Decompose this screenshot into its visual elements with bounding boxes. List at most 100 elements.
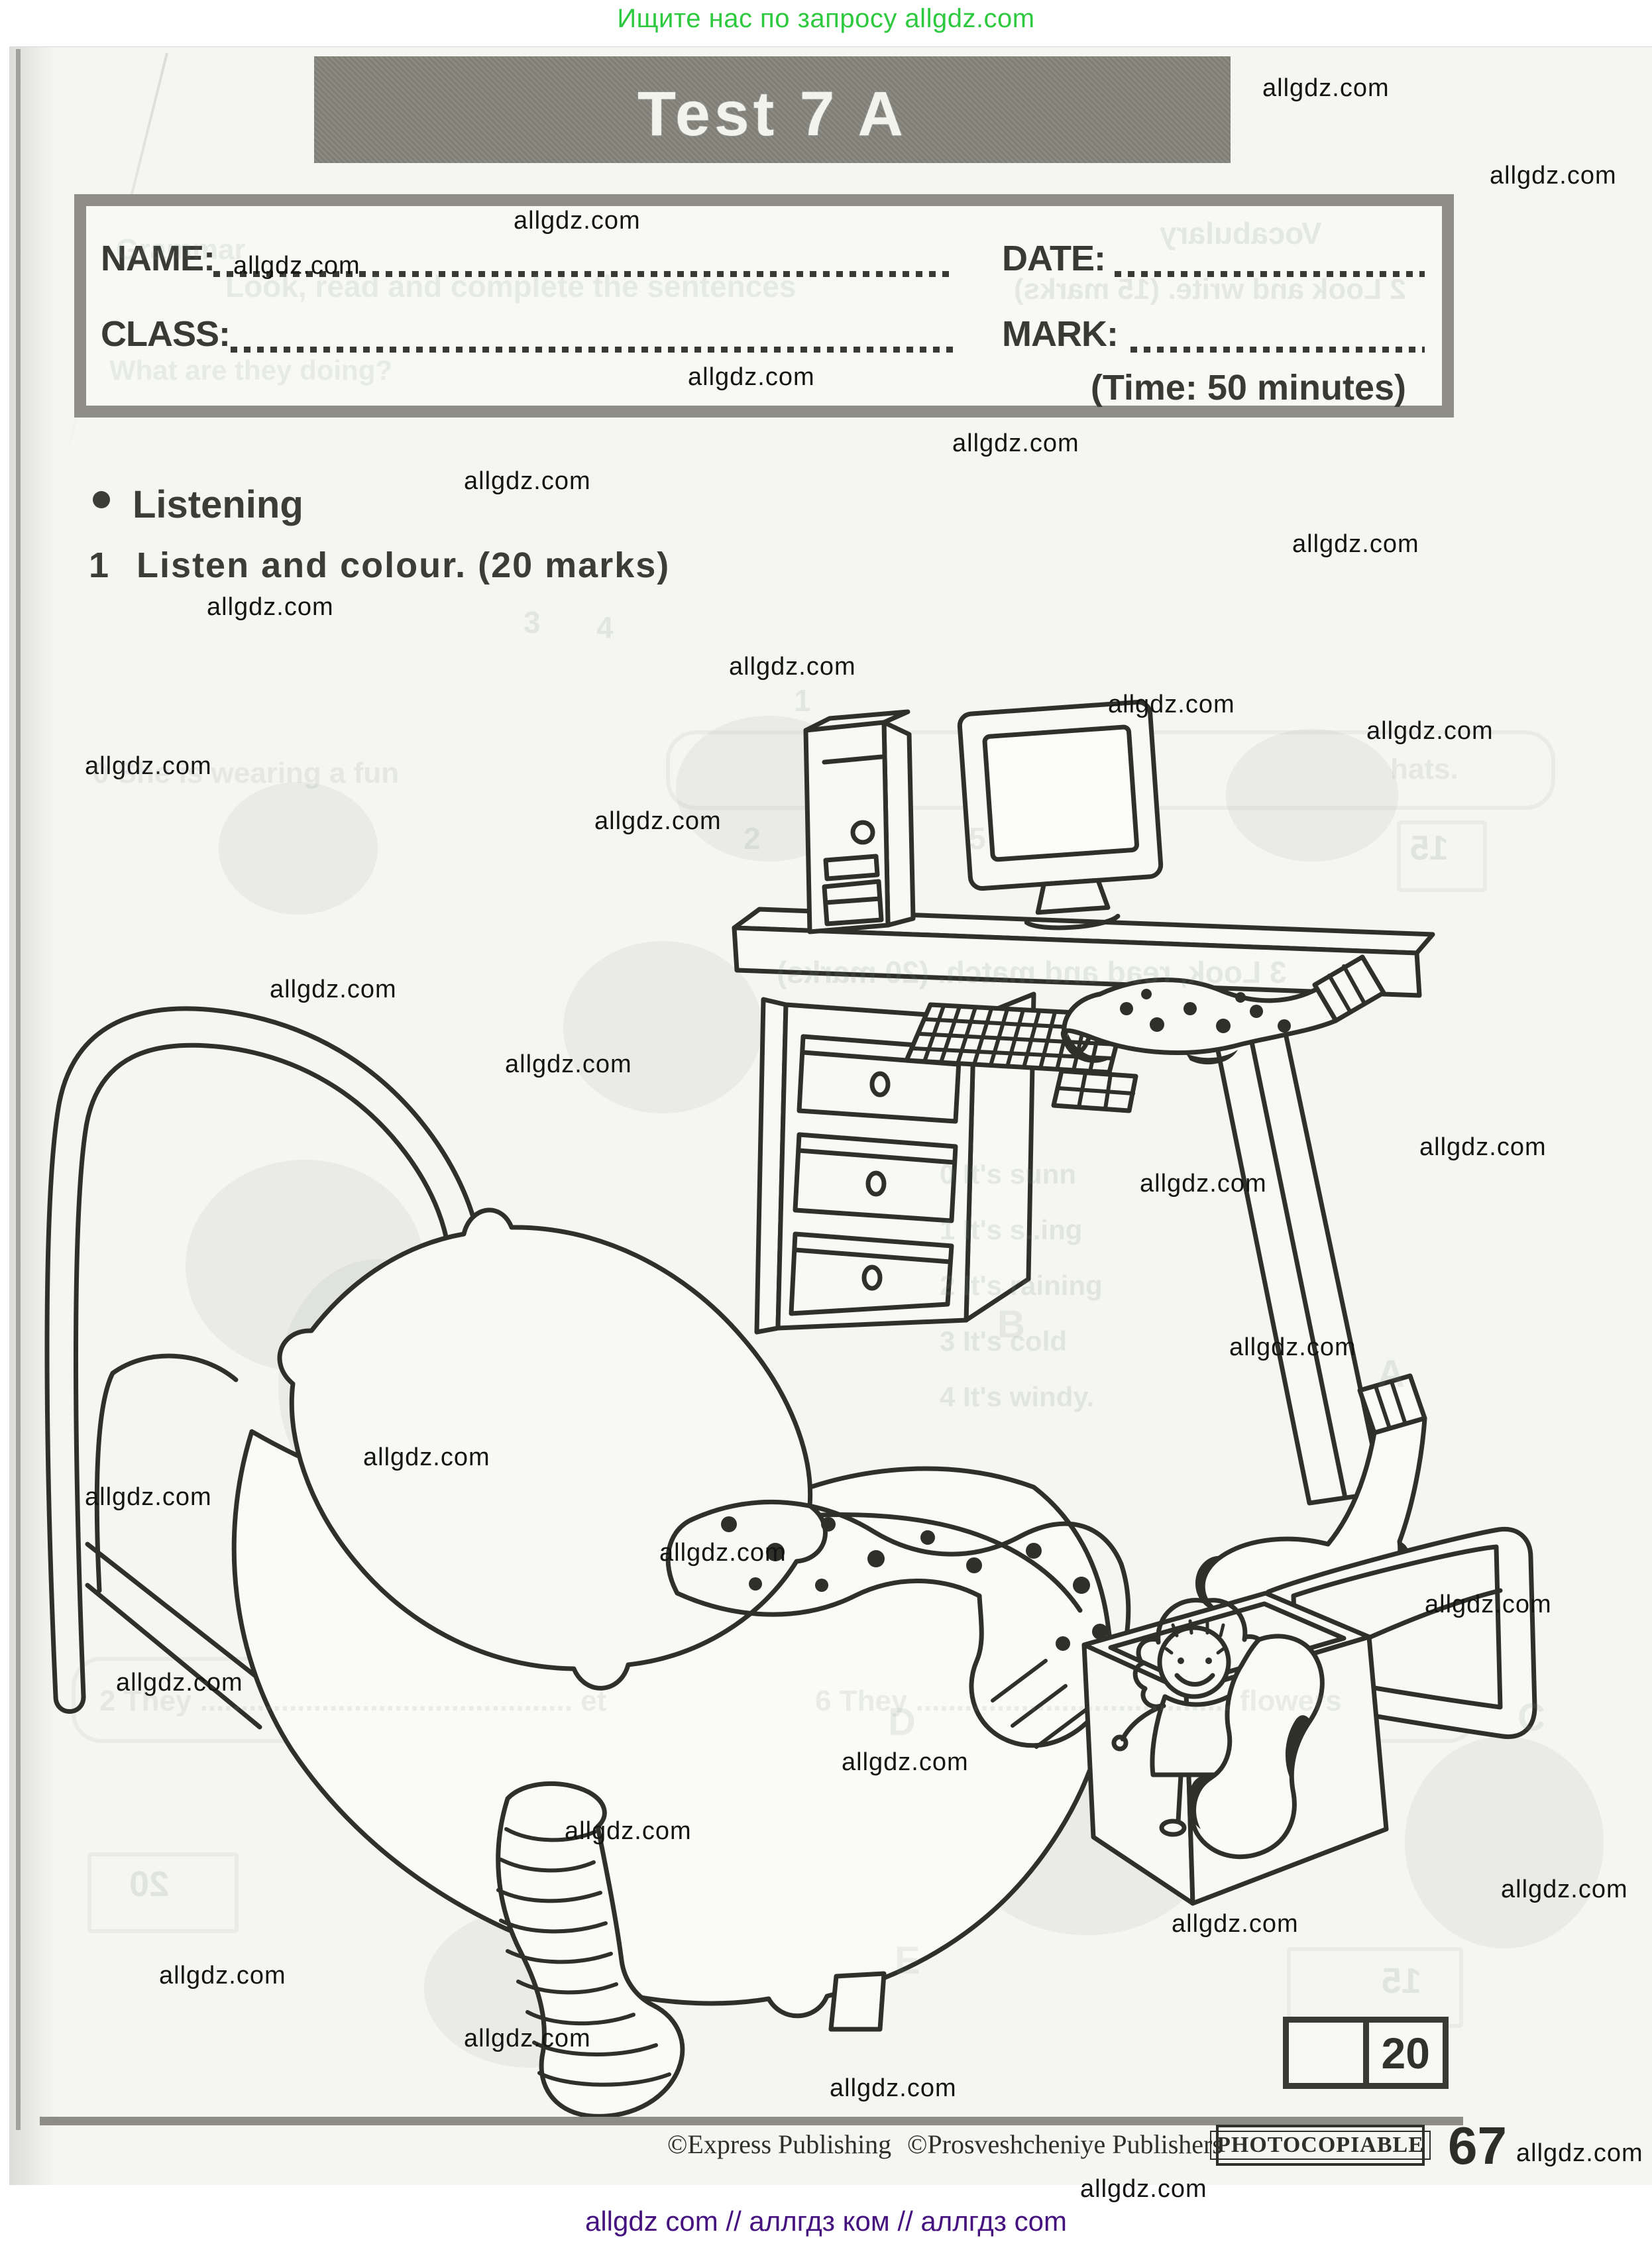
ghost-bleedthrough-text: 3 It's cold: [940, 1325, 1068, 1357]
watermark: allgdz.com: [159, 1962, 286, 1990]
watermark: allgdz.com: [1172, 1910, 1299, 1938]
class-label: CLASS:: [101, 314, 231, 354]
ghost-bleedthrough-text: 0 It's sunn: [940, 1158, 1077, 1190]
ghost-bleedthrough-text: 1: [794, 683, 811, 718]
watermark: allgdz.com: [270, 976, 397, 1003]
watermark: allgdz.com: [363, 1443, 490, 1471]
watermark: allgdz.com: [85, 1483, 212, 1511]
ghost-bleedthrough-text: 2 They .................................…: [99, 1685, 607, 1717]
listening-heading-label: Listening: [133, 483, 303, 526]
ghost-bleedthrough-text: 20: [129, 1864, 170, 1904]
watermark: allgdz.com: [1516, 2139, 1643, 2167]
ghost-bleedthrough-text: 3 Look, read and match. (20 marks): [777, 955, 1287, 989]
pillow-drawing: [277, 1207, 828, 1691]
ghost-bleedthrough-text: 15: [1382, 1961, 1422, 2001]
ghost-bleedthrough-text: 4: [596, 610, 614, 645]
watermark: allgdz.com: [1501, 1876, 1628, 1903]
watermark: allgdz.com: [85, 752, 212, 780]
promo-top-text: Ищите нас по запросу allgdz.com: [617, 4, 1035, 33]
task-number: 1: [89, 545, 111, 585]
watermark: allgdz.com: [514, 207, 641, 235]
ghost-bleedthrough-text: 5: [969, 821, 986, 856]
ghost-bleedthrough-text: 0 She is wearing a fun: [93, 757, 400, 789]
striped-sock-on-bed: [496, 1781, 685, 2119]
score-box: 20: [1283, 2017, 1449, 2089]
name-label: NAME:: [101, 239, 215, 278]
watermark: allgdz.com: [688, 363, 815, 391]
spotted-sock-on-desk: [1060, 954, 1386, 1065]
ghost-bleedthrough-text: D: [888, 1701, 916, 1744]
watermark: allgdz.com: [207, 593, 334, 621]
watermark: allgdz.com: [729, 653, 856, 681]
monitor-drawing: [957, 699, 1164, 930]
task-text: Listen and colour. (20 marks): [137, 545, 671, 585]
page-title: Test 7 A: [637, 79, 907, 149]
ghost-bleedthrough-text: Vocabulary: [1160, 216, 1322, 251]
bed-drawing: [44, 1006, 481, 1730]
ghost-bleedthrough-text: What are they doing?: [109, 355, 393, 386]
ghost-bleedthrough-text: Look, read and complete the sentences: [225, 269, 797, 304]
watermark: allgdz.com: [1140, 1170, 1267, 1198]
score-value: 20: [1381, 2028, 1430, 2078]
bleed-blob: [563, 941, 762, 1113]
bleed-blob: [1226, 729, 1398, 862]
watermark: allgdz.com: [1419, 1133, 1547, 1161]
desk-drawing: [732, 907, 1435, 1506]
watermark: allgdz.com: [464, 2025, 591, 2052]
watermark: allgdz.com: [1262, 74, 1390, 102]
title-bar: Test 7 A: [314, 56, 1231, 163]
computer-tower-drawing: [803, 709, 916, 934]
ghost-bleedthrough-text: Grammar: [116, 233, 246, 266]
watermark: allgdz.com: [116, 1669, 243, 1697]
time-note: (Time: 50 minutes): [1090, 368, 1406, 408]
ghost-bleedthrough-text: A: [1377, 1353, 1405, 1396]
mark-line: [1130, 347, 1425, 353]
page-number: 67: [1448, 2116, 1507, 2175]
watermark: allgdz.com: [1080, 2175, 1207, 2203]
bed-leg: [828, 1971, 887, 2032]
watermark: allgdz.com: [464, 467, 591, 495]
watermark: allgdz.com: [842, 1748, 969, 1776]
watermark: allgdz.com: [952, 429, 1079, 457]
student-info-box: NAME: DATE: CLASS: MARK: (Time: 50 minut…: [74, 194, 1454, 418]
score-total-cell: 20: [1362, 2023, 1443, 2083]
publisher-credit-2: ©Prosveshcheniye Publishers: [907, 2129, 1223, 2159]
spotted-sock-on-bed: [665, 1500, 1131, 1749]
page-edge-shadow: [16, 49, 21, 2130]
date-line: [1115, 271, 1425, 277]
listening-heading: Listening: [93, 482, 303, 527]
bleed-blob: [219, 782, 378, 915]
task-heading: 1 Listen and colour. (20 marks): [89, 545, 670, 586]
photocopiable-label: PHOTOCOPIABLE: [1210, 2131, 1431, 2160]
sock-on-toybox: [1187, 1634, 1325, 1860]
watermark: allgdz.com: [659, 1539, 787, 1567]
ghost-bleedthrough-text: 1 It's s..ing: [940, 1214, 1083, 1245]
ghost-bleedthrough-text: 15: [1410, 829, 1449, 868]
footer-rule: [40, 2117, 1463, 2125]
promo-bottom-text: allgdz com // аллгдз ком // аллгдз com: [584, 2206, 1067, 2237]
watermark: allgdz.com: [505, 1050, 632, 1078]
name-line: [213, 271, 956, 277]
class-line: [231, 347, 956, 353]
ghost-bleedthrough-text: 2 Look and write. (15 marks): [1014, 273, 1406, 306]
ghost-bleedthrough-text: 2 It's raining: [940, 1270, 1103, 1301]
ghost-bleedthrough-text: 6 They .................................…: [815, 1685, 1342, 1717]
watermark: allgdz.com: [1490, 162, 1617, 190]
watermark: allgdz.com: [830, 2074, 957, 2102]
watermark: allgdz.com: [1425, 1591, 1552, 1618]
watermark: allgdz.com: [1229, 1333, 1356, 1361]
ghost-bleedthrough-text: E: [895, 1939, 920, 1982]
ghost-frame: [1397, 820, 1487, 892]
date-label: DATE:: [1002, 239, 1106, 278]
ghost-bleedthrough-text: C: [1517, 1696, 1545, 1739]
ghost-bleedthrough-text: 3: [523, 605, 541, 640]
mark-label: MARK:: [1002, 314, 1119, 354]
publisher-credit-1: ©Express Publishing: [667, 2129, 892, 2159]
ghost-bleedthrough-text: 4 It's windy.: [940, 1381, 1095, 1412]
watermark: allgdz.com: [1292, 530, 1419, 558]
bleed-blob: [1405, 1736, 1604, 1948]
ghost-bleedthrough-text: hats.: [1390, 753, 1459, 785]
watermark: allgdz.com: [594, 807, 722, 835]
doll-drawing: [1111, 1598, 1282, 1837]
